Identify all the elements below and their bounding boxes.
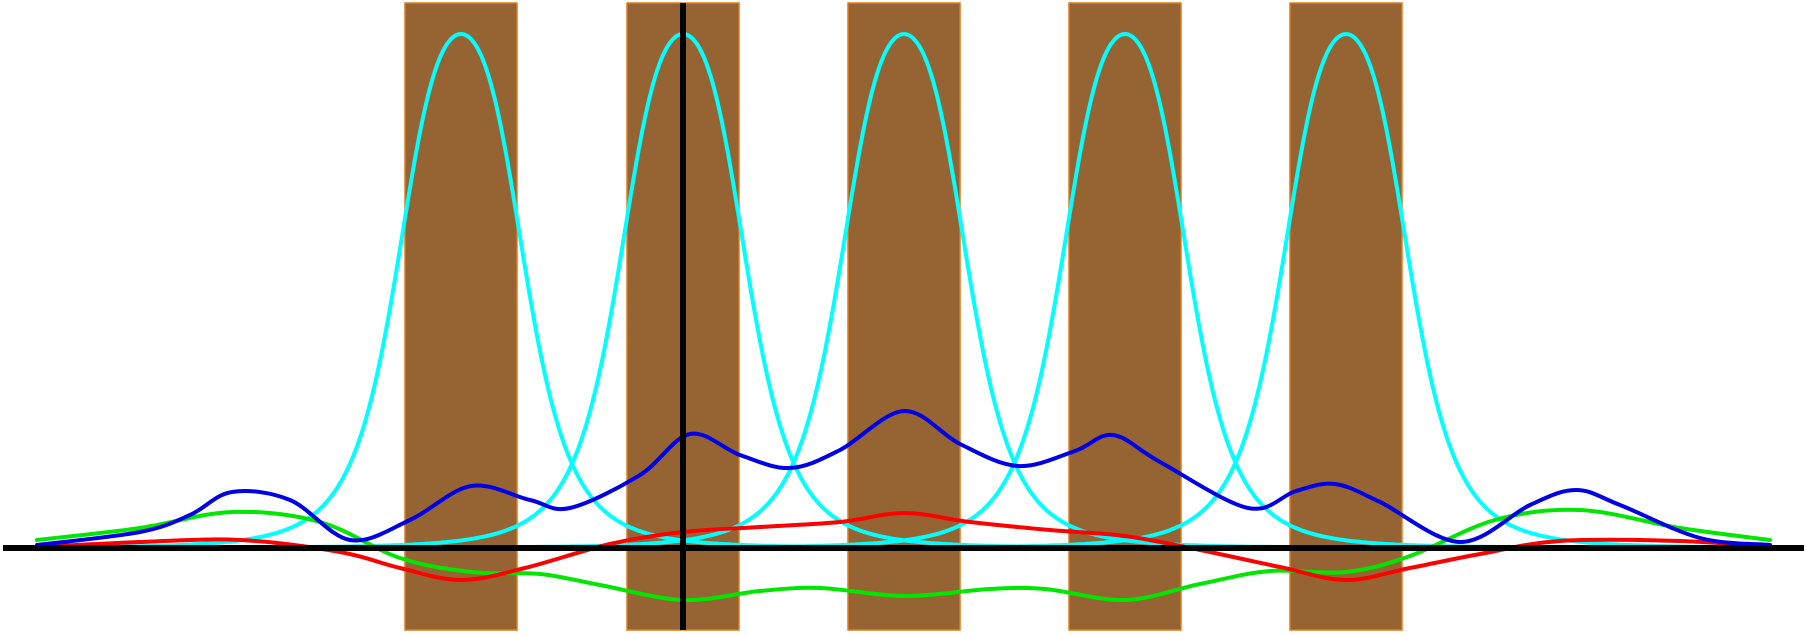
barrier-well-1 [404, 2, 518, 631]
barrier-well-5 [1289, 2, 1403, 631]
delocalized-red-curve [35, 511, 1772, 583]
delocalized-blue-curve [35, 408, 1772, 547]
barrier-well-3 [847, 2, 961, 631]
axis-group [3, 3, 1804, 630]
delocalized-green-curve [35, 507, 1772, 603]
barrier-group [404, 2, 1403, 631]
